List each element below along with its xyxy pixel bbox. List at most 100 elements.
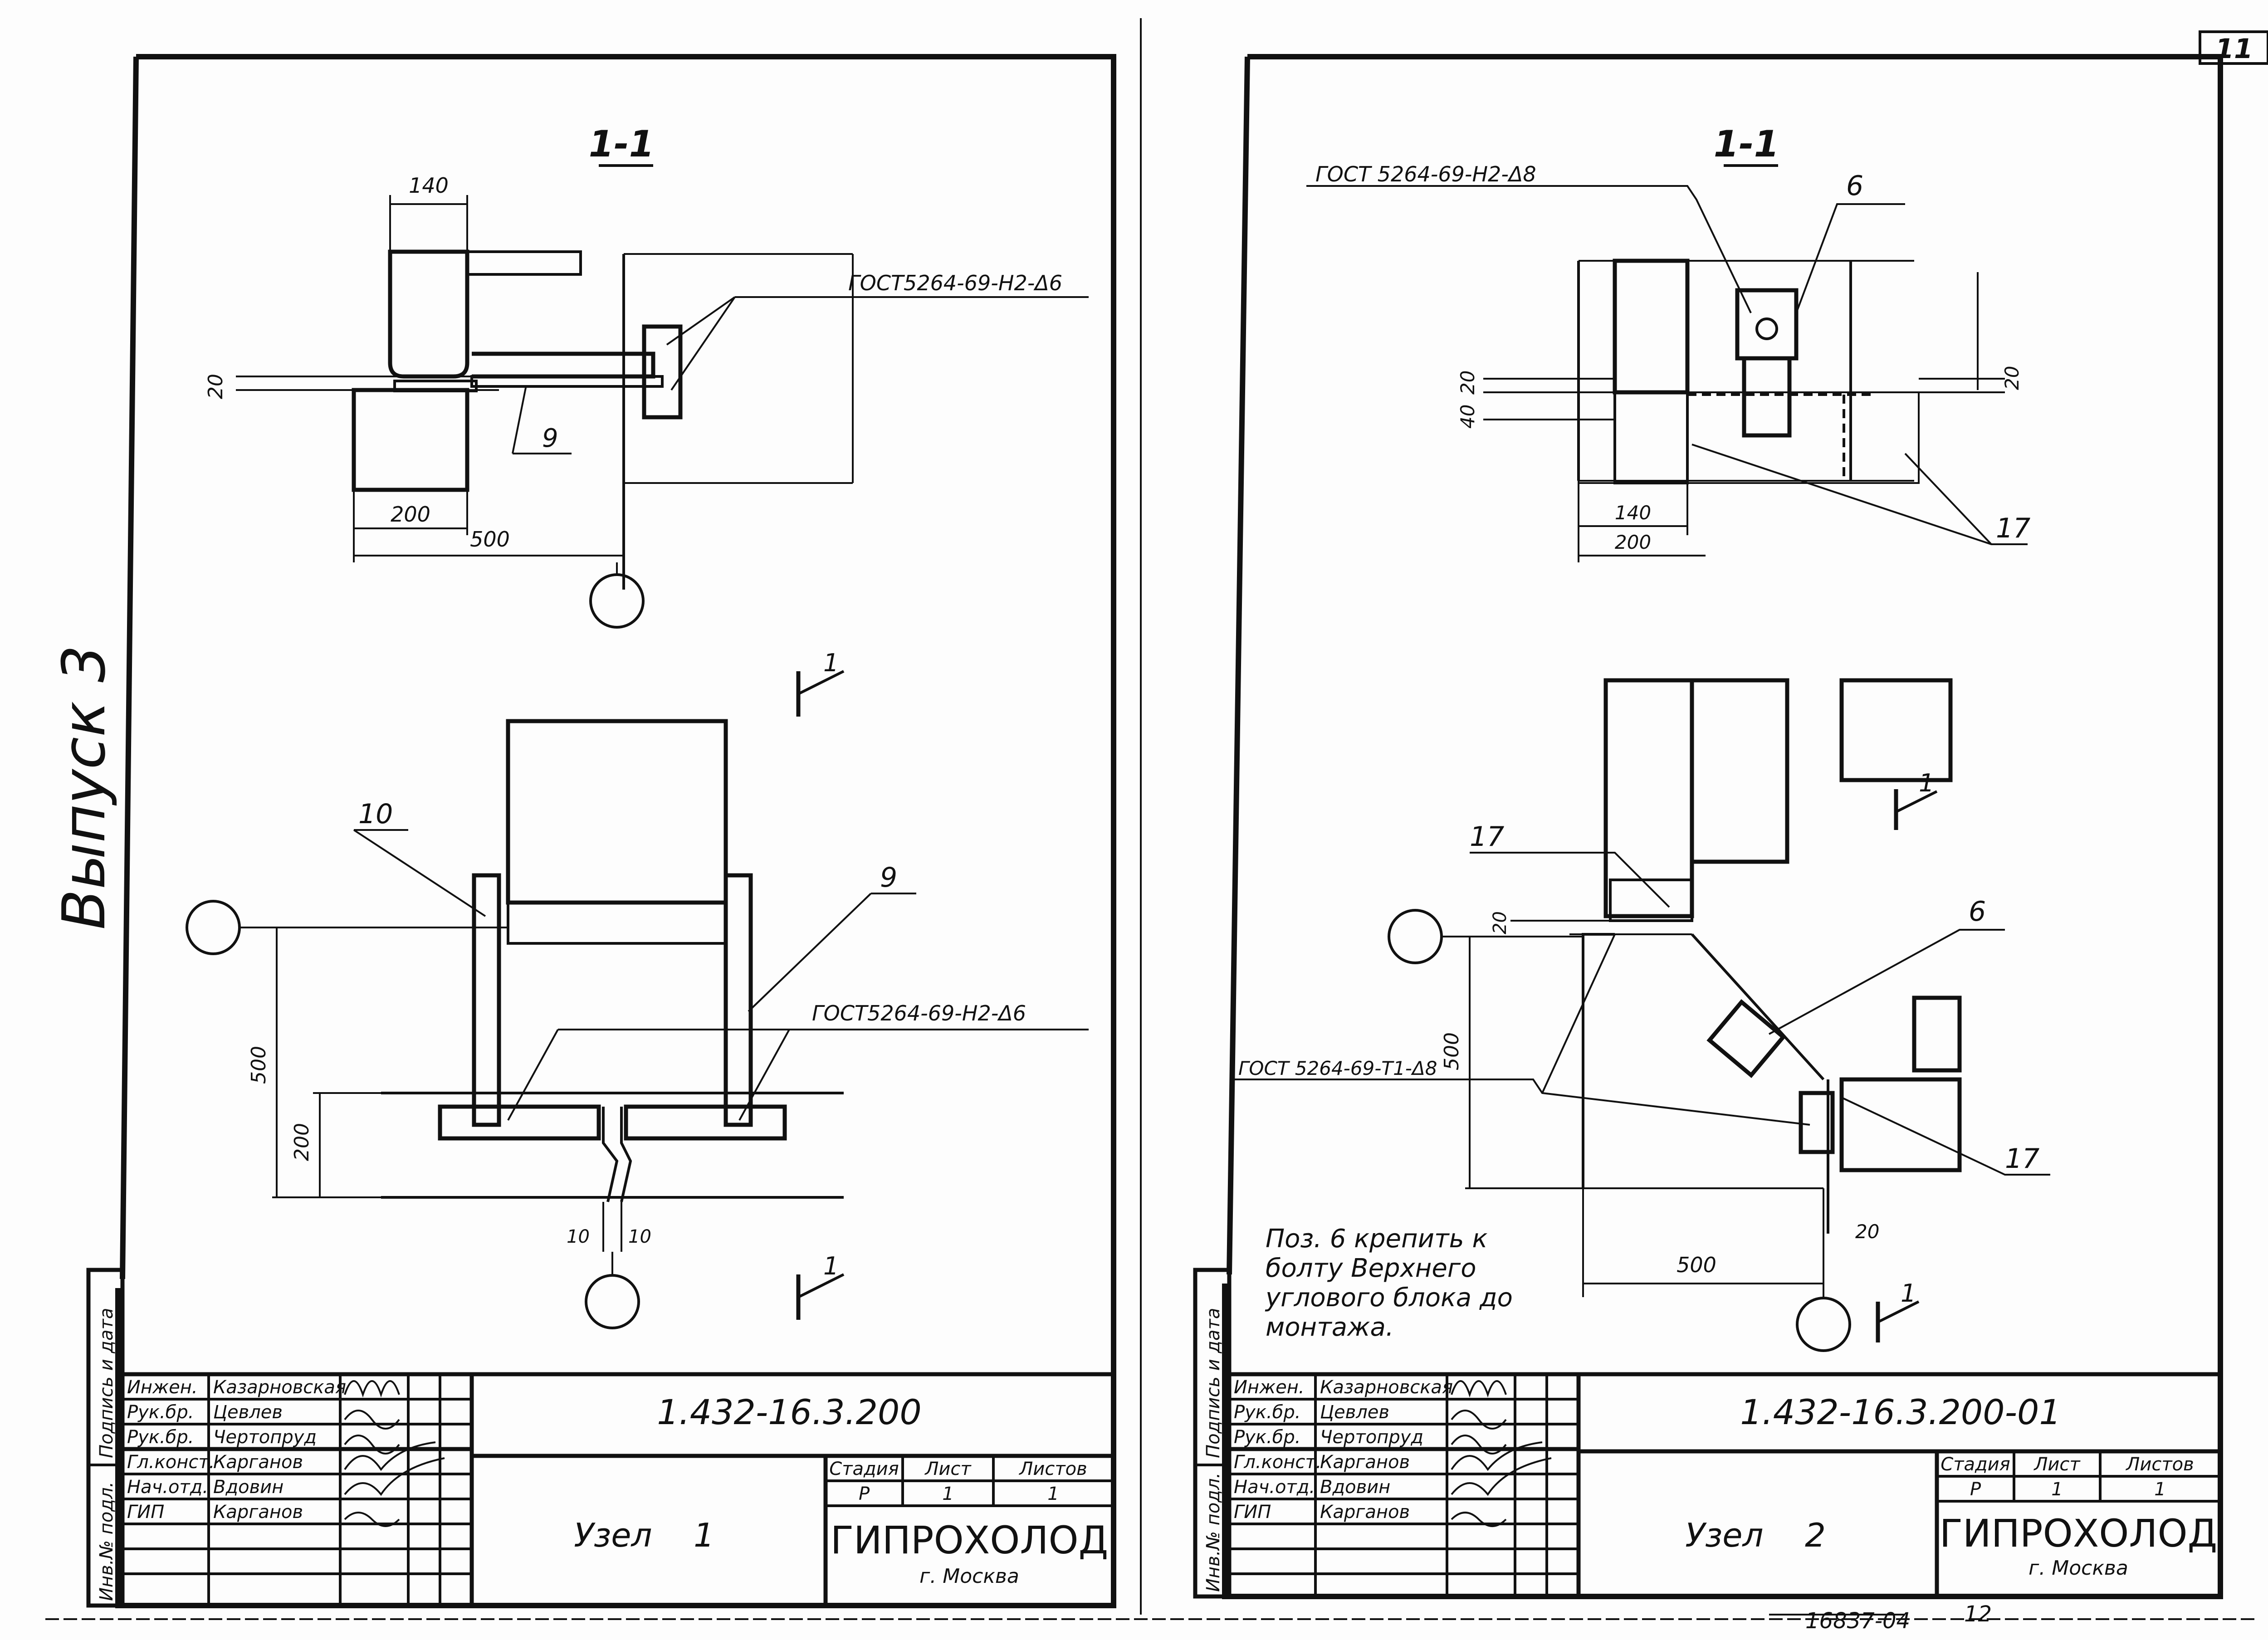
left-sheet-header: Лист bbox=[924, 1459, 972, 1479]
left-stage-value: Р bbox=[859, 1484, 870, 1504]
right-staff-role-2: Рук.бр. bbox=[1234, 1427, 1300, 1448]
left-pos-9-top: 9 bbox=[542, 424, 558, 453]
right-dim-20-bottom: 20 bbox=[1855, 1220, 1879, 1243]
left-dim-200-v: 200 bbox=[290, 1123, 313, 1161]
left-staff-name-3: Карганов bbox=[213, 1452, 303, 1473]
right-staff-role-5: ГИП bbox=[1234, 1502, 1271, 1523]
left-axis-bubble-bottom bbox=[585, 1274, 640, 1329]
svg-text:1: 1 bbox=[823, 1252, 839, 1280]
right-staff-role-3: Гл.конст. bbox=[1234, 1452, 1321, 1473]
left-side-label-top: Подпись и дата bbox=[96, 1308, 117, 1458]
margin-note: Выпуск 3 bbox=[49, 645, 118, 930]
left-dim-200: 200 bbox=[391, 502, 430, 527]
right-dim-20-plan: 20 bbox=[1490, 911, 1510, 934]
left-stage-header: Стадия bbox=[829, 1459, 899, 1479]
right-pos-6-plan: 6 bbox=[1969, 896, 1986, 927]
left-axis-bubble-top bbox=[589, 573, 645, 629]
left-cut-mark-bottom: 1 bbox=[796, 1252, 845, 1320]
right-staff-name-3: Карганов bbox=[1320, 1452, 1410, 1473]
right-staff-role-0: Инжен. bbox=[1234, 1377, 1305, 1398]
right-pos-6-top: 6 bbox=[1846, 170, 1863, 202]
right-stage-value: Р bbox=[1970, 1479, 1981, 1500]
left-staff-name-0: Казарновская bbox=[213, 1377, 346, 1398]
right-title-code: 1.432-16.3.200-01 bbox=[1740, 1392, 2061, 1432]
left-sheet-value: 1 bbox=[942, 1484, 953, 1504]
left-side-label-bottom: Инв.№ подл. bbox=[96, 1482, 117, 1601]
left-staff-name-1: Цевлев bbox=[213, 1402, 283, 1423]
right-pos-17-right: 17 bbox=[2005, 1143, 2039, 1175]
left-staff-name-2: Чертопруд bbox=[213, 1427, 317, 1448]
right-dim-20-right: 20 bbox=[2001, 366, 2023, 390]
right-dim-20-left: 20 bbox=[1457, 371, 1479, 395]
right-pos-17-left: 17 bbox=[1470, 821, 1504, 853]
left-side-stamp: Подпись и дата Инв.№ подл. bbox=[86, 1268, 125, 1608]
right-dim-500-h: 500 bbox=[1677, 1253, 1716, 1277]
right-sheets-value: 1 bbox=[2154, 1479, 2165, 1500]
right-side-label-top: Подпись и дата bbox=[1203, 1308, 1224, 1458]
right-dim-200: 200 bbox=[1615, 531, 1651, 553]
left-sheets-header: Листов bbox=[1018, 1459, 1087, 1479]
right-title-block: Инжен. Казарновская Рук.бр. Цевлев Рук.б… bbox=[1227, 1372, 2223, 1599]
left-dim-10b: 10 bbox=[628, 1226, 651, 1247]
right-staff-name-0: Казарновская bbox=[1320, 1377, 1453, 1398]
sheet-right: 1-1 ГОСТ 5264-69-Н2-Δ8 6 bbox=[1193, 54, 2223, 1634]
right-sheets-header: Листов bbox=[2125, 1454, 2194, 1475]
left-title-block: Инжен. Казарновская Рук.бр. Цевлев Рук.б… bbox=[120, 1372, 1116, 1608]
left-weld-note-top: ГОСТ5264-69-Н2-Δ6 bbox=[848, 271, 1062, 295]
left-staff-name-4: Вдовин bbox=[213, 1477, 284, 1498]
left-staff-role-5: ГИП bbox=[127, 1502, 164, 1523]
right-weld-note-top: ГОСТ 5264-69-Н2-Δ8 bbox=[1315, 162, 1536, 186]
left-plan-view: 10 9 ГОСТ5264-69-Н2-Δ6 500 200 10 10 bbox=[186, 719, 1089, 1329]
right-stage-header: Стадия bbox=[1941, 1454, 2010, 1475]
left-title-code: 1.432-16.3.200 bbox=[657, 1392, 921, 1432]
right-note-line-3: монтажа. bbox=[1266, 1313, 1394, 1342]
left-dim-10a: 10 bbox=[567, 1226, 590, 1247]
left-staff-role-1: Рук.бр. bbox=[127, 1402, 194, 1423]
right-cut-mark-top: 1 bbox=[1919, 769, 1934, 797]
right-org-name: ГИПРОХОЛОД bbox=[1940, 1511, 2218, 1556]
right-staff-name-5: Карганов bbox=[1320, 1502, 1410, 1523]
right-axis-bubble-bottom bbox=[1796, 1297, 1851, 1352]
right-section-view: ГОСТ 5264-69-Н2-Δ8 6 20 40 20 140 200 bbox=[1306, 162, 2030, 562]
right-pos-17-top: 17 bbox=[1996, 512, 2030, 544]
right-note-line-2: углового блока до bbox=[1265, 1283, 1513, 1313]
left-sheets-value: 1 bbox=[1047, 1484, 1059, 1504]
right-title-name: Узел 2 bbox=[1685, 1516, 1826, 1554]
right-dim-40: 40 bbox=[1457, 405, 1479, 429]
bottom-page: 12 bbox=[1964, 1601, 1992, 1627]
right-note: Поз. 6 крепить к болту Верхнего углового… bbox=[1265, 1224, 1513, 1342]
right-frame bbox=[1222, 54, 2223, 1599]
right-note-line-1: болту Верхнего bbox=[1266, 1254, 1476, 1283]
right-staff-name-1: Цевлев bbox=[1320, 1402, 1389, 1423]
right-sheet-header: Лист bbox=[2033, 1454, 2081, 1475]
right-sheet-value: 1 bbox=[2051, 1479, 2063, 1500]
left-weld-note-plan: ГОСТ5264-69-Н2-Δ6 bbox=[812, 1001, 1026, 1025]
right-signatures bbox=[1451, 1380, 1552, 1527]
left-staff-name-5: Карганов bbox=[213, 1502, 303, 1523]
sheet-left: 1-1 140 bbox=[86, 54, 1116, 1608]
left-staff-role-4: Нач.отд. bbox=[127, 1477, 208, 1498]
right-staff-name-2: Чертопруд bbox=[1320, 1427, 1423, 1448]
right-dim-500-v: 500 bbox=[1440, 1032, 1463, 1070]
left-org-city: г. Москва bbox=[919, 1565, 1019, 1588]
right-staff-name-4: Вдовин bbox=[1320, 1477, 1390, 1498]
bottom-number: 16837-04 bbox=[1805, 1608, 1910, 1634]
right-note-line-0: Поз. 6 крепить к bbox=[1266, 1224, 1487, 1254]
left-staff-role-0: Инжен. bbox=[127, 1377, 198, 1398]
right-side-label-bottom: Инв.№ подл. bbox=[1203, 1473, 1224, 1592]
left-signatures bbox=[344, 1380, 445, 1527]
left-org-name: ГИПРОХОЛОД bbox=[831, 1518, 1109, 1562]
left-title-name: Узел 1 bbox=[574, 1516, 714, 1554]
right-staff-role-1: Рук.бр. bbox=[1234, 1402, 1300, 1423]
right-section-label: 1-1 bbox=[1714, 123, 1779, 165]
left-cut-mark-top: 1 bbox=[796, 649, 845, 717]
left-pos-9-plan: 9 bbox=[880, 862, 897, 893]
right-org-city: г. Москва bbox=[2028, 1557, 2128, 1580]
left-axis-bubble-left bbox=[186, 900, 241, 955]
left-staff-role-2: Рук.бр. bbox=[127, 1427, 194, 1448]
left-dim-140: 140 bbox=[409, 173, 449, 198]
right-plan-view: 1 20 17 6 bbox=[1234, 678, 2050, 1352]
svg-text:1: 1 bbox=[823, 649, 839, 677]
